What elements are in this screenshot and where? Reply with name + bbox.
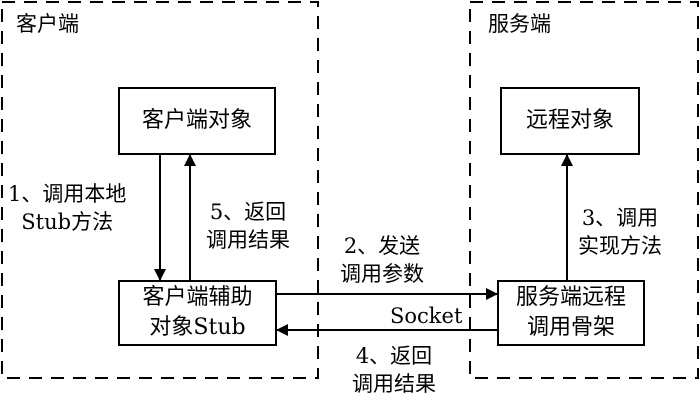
step3-label-line1: 3、调用 [581,206,659,230]
step3-label: 3、调用 实现方法 [578,204,662,260]
step5-label-line2: 调用结果 [206,228,290,252]
server-region-border [469,1,699,379]
remote-object-box: 远程对象 [500,87,640,155]
step5-label-line1: 5、返回 [209,200,287,224]
server-region-label: 服务端 [488,12,551,36]
client-object-label: 客户端对象 [141,108,252,133]
step4-label-line2: 调用结果 [352,372,436,396]
client-region-label: 客户端 [16,12,79,36]
step4-label-line1: 4、返回 [355,344,433,368]
server-skeleton-label-line2: 调用骨架 [526,315,615,340]
client-region-border [1,1,319,379]
step3-label-line2: 实现方法 [578,234,662,258]
remote-object-label: 远程对象 [525,108,614,133]
socket-label: Socket [390,304,463,328]
step5-label: 5、返回 调用结果 [206,198,290,254]
step1-label-line1: 1、调用本地 [8,182,127,206]
step2-label: 2、发送 调用参数 [340,232,424,288]
step2-label-line1: 2、发送 [343,234,421,258]
client-object-box: 客户端对象 [118,87,276,155]
step1-label: 1、调用本地 Stub方法 [8,180,126,236]
step2-label-line2: 调用参数 [340,262,424,286]
client-stub-label-line2: 对象Stub [149,315,246,340]
server-skeleton-box: 服务端远程 调用骨架 [497,280,645,346]
step1-label-line2: Stub方法 [21,210,114,234]
client-stub-box: 客户端辅助 对象Stub [118,280,277,346]
step4-label: 4、返回 调用结果 [352,342,436,398]
server-skeleton-label-line1: 服务端远程 [515,285,626,310]
client-stub-label-line1: 客户端辅助 [142,285,253,310]
